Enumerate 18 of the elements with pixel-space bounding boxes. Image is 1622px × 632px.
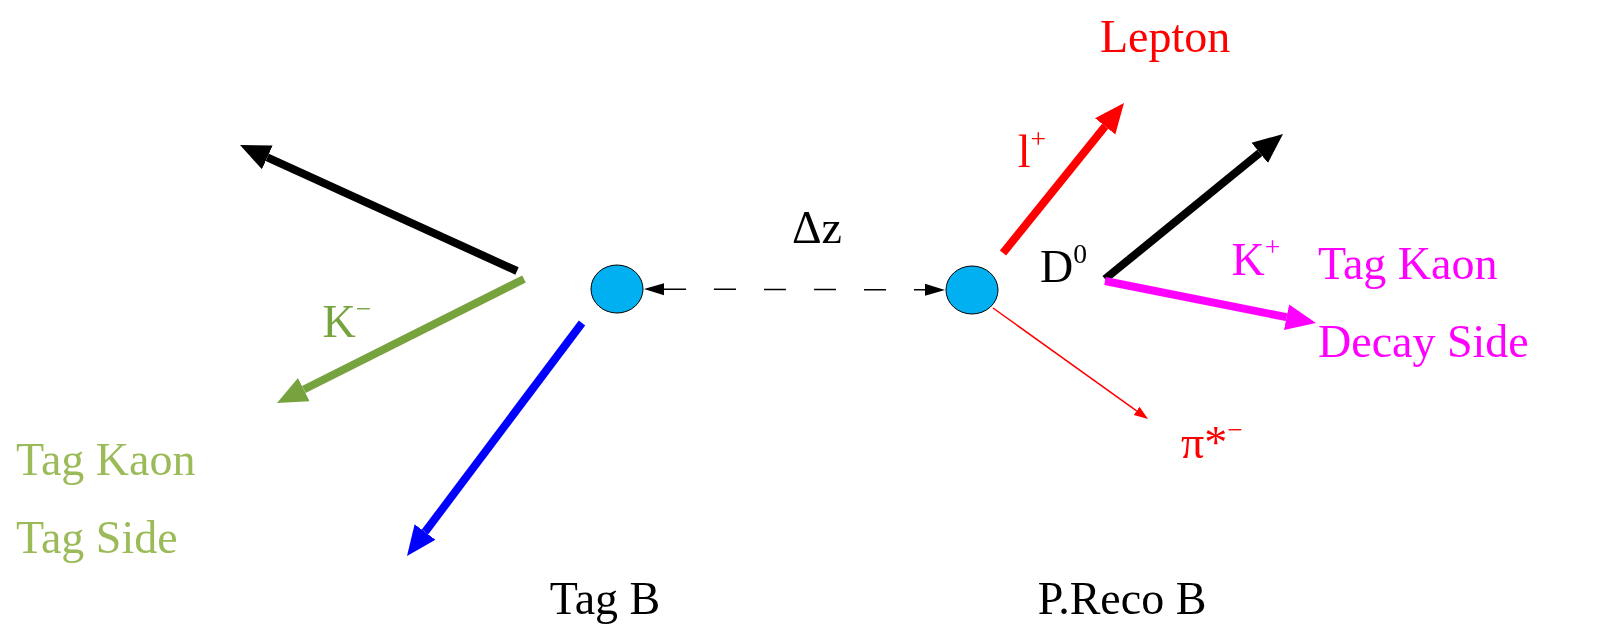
- edge-label: l$^{+}$: [1017, 129, 1047, 175]
- arrow: [277, 275, 526, 403]
- edge-label: π*$^{−}$: [1181, 420, 1243, 466]
- particle-label: Lepton: [1100, 14, 1231, 60]
- arrow: [992, 307, 1148, 419]
- edge-label: K$^{+}$: [1231, 237, 1281, 283]
- particle-label: Tag B: [549, 576, 661, 622]
- vertex-label: D$^{0}$: [1040, 244, 1088, 290]
- particle-label: P.Reco B: [1037, 576, 1207, 622]
- particle-label: Tag Kaon Tag Side: [16, 433, 197, 565]
- arrow: [407, 320, 586, 556]
- arrow: [1104, 277, 1316, 330]
- arrow: [240, 145, 519, 275]
- particle-label: Tag Kaon Decay Side: [1318, 237, 1530, 369]
- edge-label: K$^{−}$: [322, 299, 372, 345]
- arrow: [644, 283, 945, 296]
- edge-label: Δz: [792, 205, 842, 251]
- arrow: [999, 103, 1124, 256]
